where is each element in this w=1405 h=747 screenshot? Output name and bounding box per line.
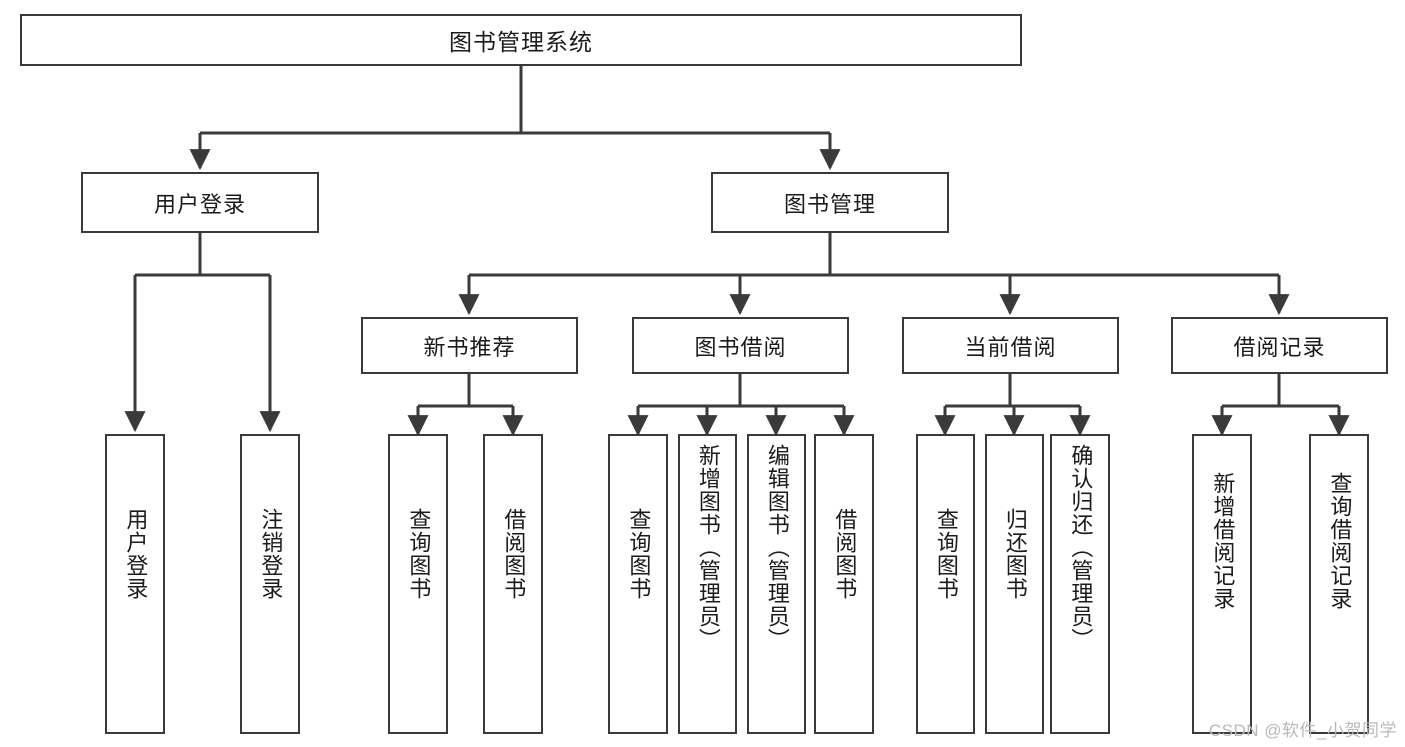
node-leaf-confirm-return[interactable]: 确认归还（管理员） xyxy=(1050,434,1110,734)
node-user-login[interactable]: 用户登录 xyxy=(81,172,319,233)
node-new-book-recommend-label: 新书推荐 xyxy=(423,334,516,360)
node-leaf-add-record-label: 新增借阅记录 xyxy=(1210,472,1236,610)
node-leaf-query-book-1[interactable]: 查询图书 xyxy=(388,434,448,734)
node-book-borrow-label: 图书借阅 xyxy=(694,334,787,360)
node-root-label: 图书管理系统 xyxy=(449,29,593,55)
node-borrow-record-label: 借阅记录 xyxy=(1233,334,1326,360)
node-leaf-query-record-label: 查询借阅记录 xyxy=(1327,472,1353,610)
node-book-manage-label: 图书管理 xyxy=(783,191,876,217)
node-leaf-confirm-return-label: 确认归还（管理员） xyxy=(1068,444,1094,651)
node-leaf-logout[interactable]: 注销登录 xyxy=(240,434,300,734)
node-leaf-logout-label: 注销登录 xyxy=(258,508,284,600)
node-leaf-user-login[interactable]: 用户登录 xyxy=(105,434,165,734)
node-leaf-edit-book[interactable]: 编辑图书（管理员） xyxy=(747,434,806,734)
node-leaf-add-record[interactable]: 新增借阅记录 xyxy=(1192,434,1252,734)
node-borrow-record[interactable]: 借阅记录 xyxy=(1171,317,1388,374)
node-leaf-query-book-2-label: 查询图书 xyxy=(626,508,652,600)
node-leaf-query-book-3-label: 查询图书 xyxy=(933,508,959,600)
node-current-borrow[interactable]: 当前借阅 xyxy=(902,317,1119,374)
node-leaf-query-book-3[interactable]: 查询图书 xyxy=(916,434,975,734)
node-root[interactable]: 图书管理系统 xyxy=(20,14,1022,66)
node-leaf-add-book[interactable]: 新增图书（管理员） xyxy=(678,434,737,734)
node-leaf-query-book-2[interactable]: 查询图书 xyxy=(608,434,668,734)
node-leaf-add-book-label: 新增图书（管理员） xyxy=(695,444,721,651)
node-leaf-borrow-book-1-label: 借阅图书 xyxy=(501,508,527,600)
node-leaf-return-book[interactable]: 归还图书 xyxy=(985,434,1044,734)
node-leaf-borrow-book-1[interactable]: 借阅图书 xyxy=(483,434,543,734)
node-leaf-query-book-1-label: 查询图书 xyxy=(406,508,432,600)
node-new-book-recommend[interactable]: 新书推荐 xyxy=(361,317,578,374)
node-leaf-query-record[interactable]: 查询借阅记录 xyxy=(1309,434,1369,734)
node-leaf-return-book-label: 归还图书 xyxy=(1002,508,1028,600)
node-book-borrow[interactable]: 图书借阅 xyxy=(632,317,849,374)
node-leaf-borrow-book-2[interactable]: 借阅图书 xyxy=(814,434,874,734)
node-book-manage[interactable]: 图书管理 xyxy=(711,172,949,233)
node-leaf-edit-book-label: 编辑图书（管理员） xyxy=(764,444,790,651)
node-user-login-label: 用户登录 xyxy=(153,191,246,217)
node-leaf-user-login-label: 用户登录 xyxy=(123,508,149,600)
node-current-borrow-label: 当前借阅 xyxy=(964,334,1057,360)
node-leaf-borrow-book-2-label: 借阅图书 xyxy=(832,508,858,600)
